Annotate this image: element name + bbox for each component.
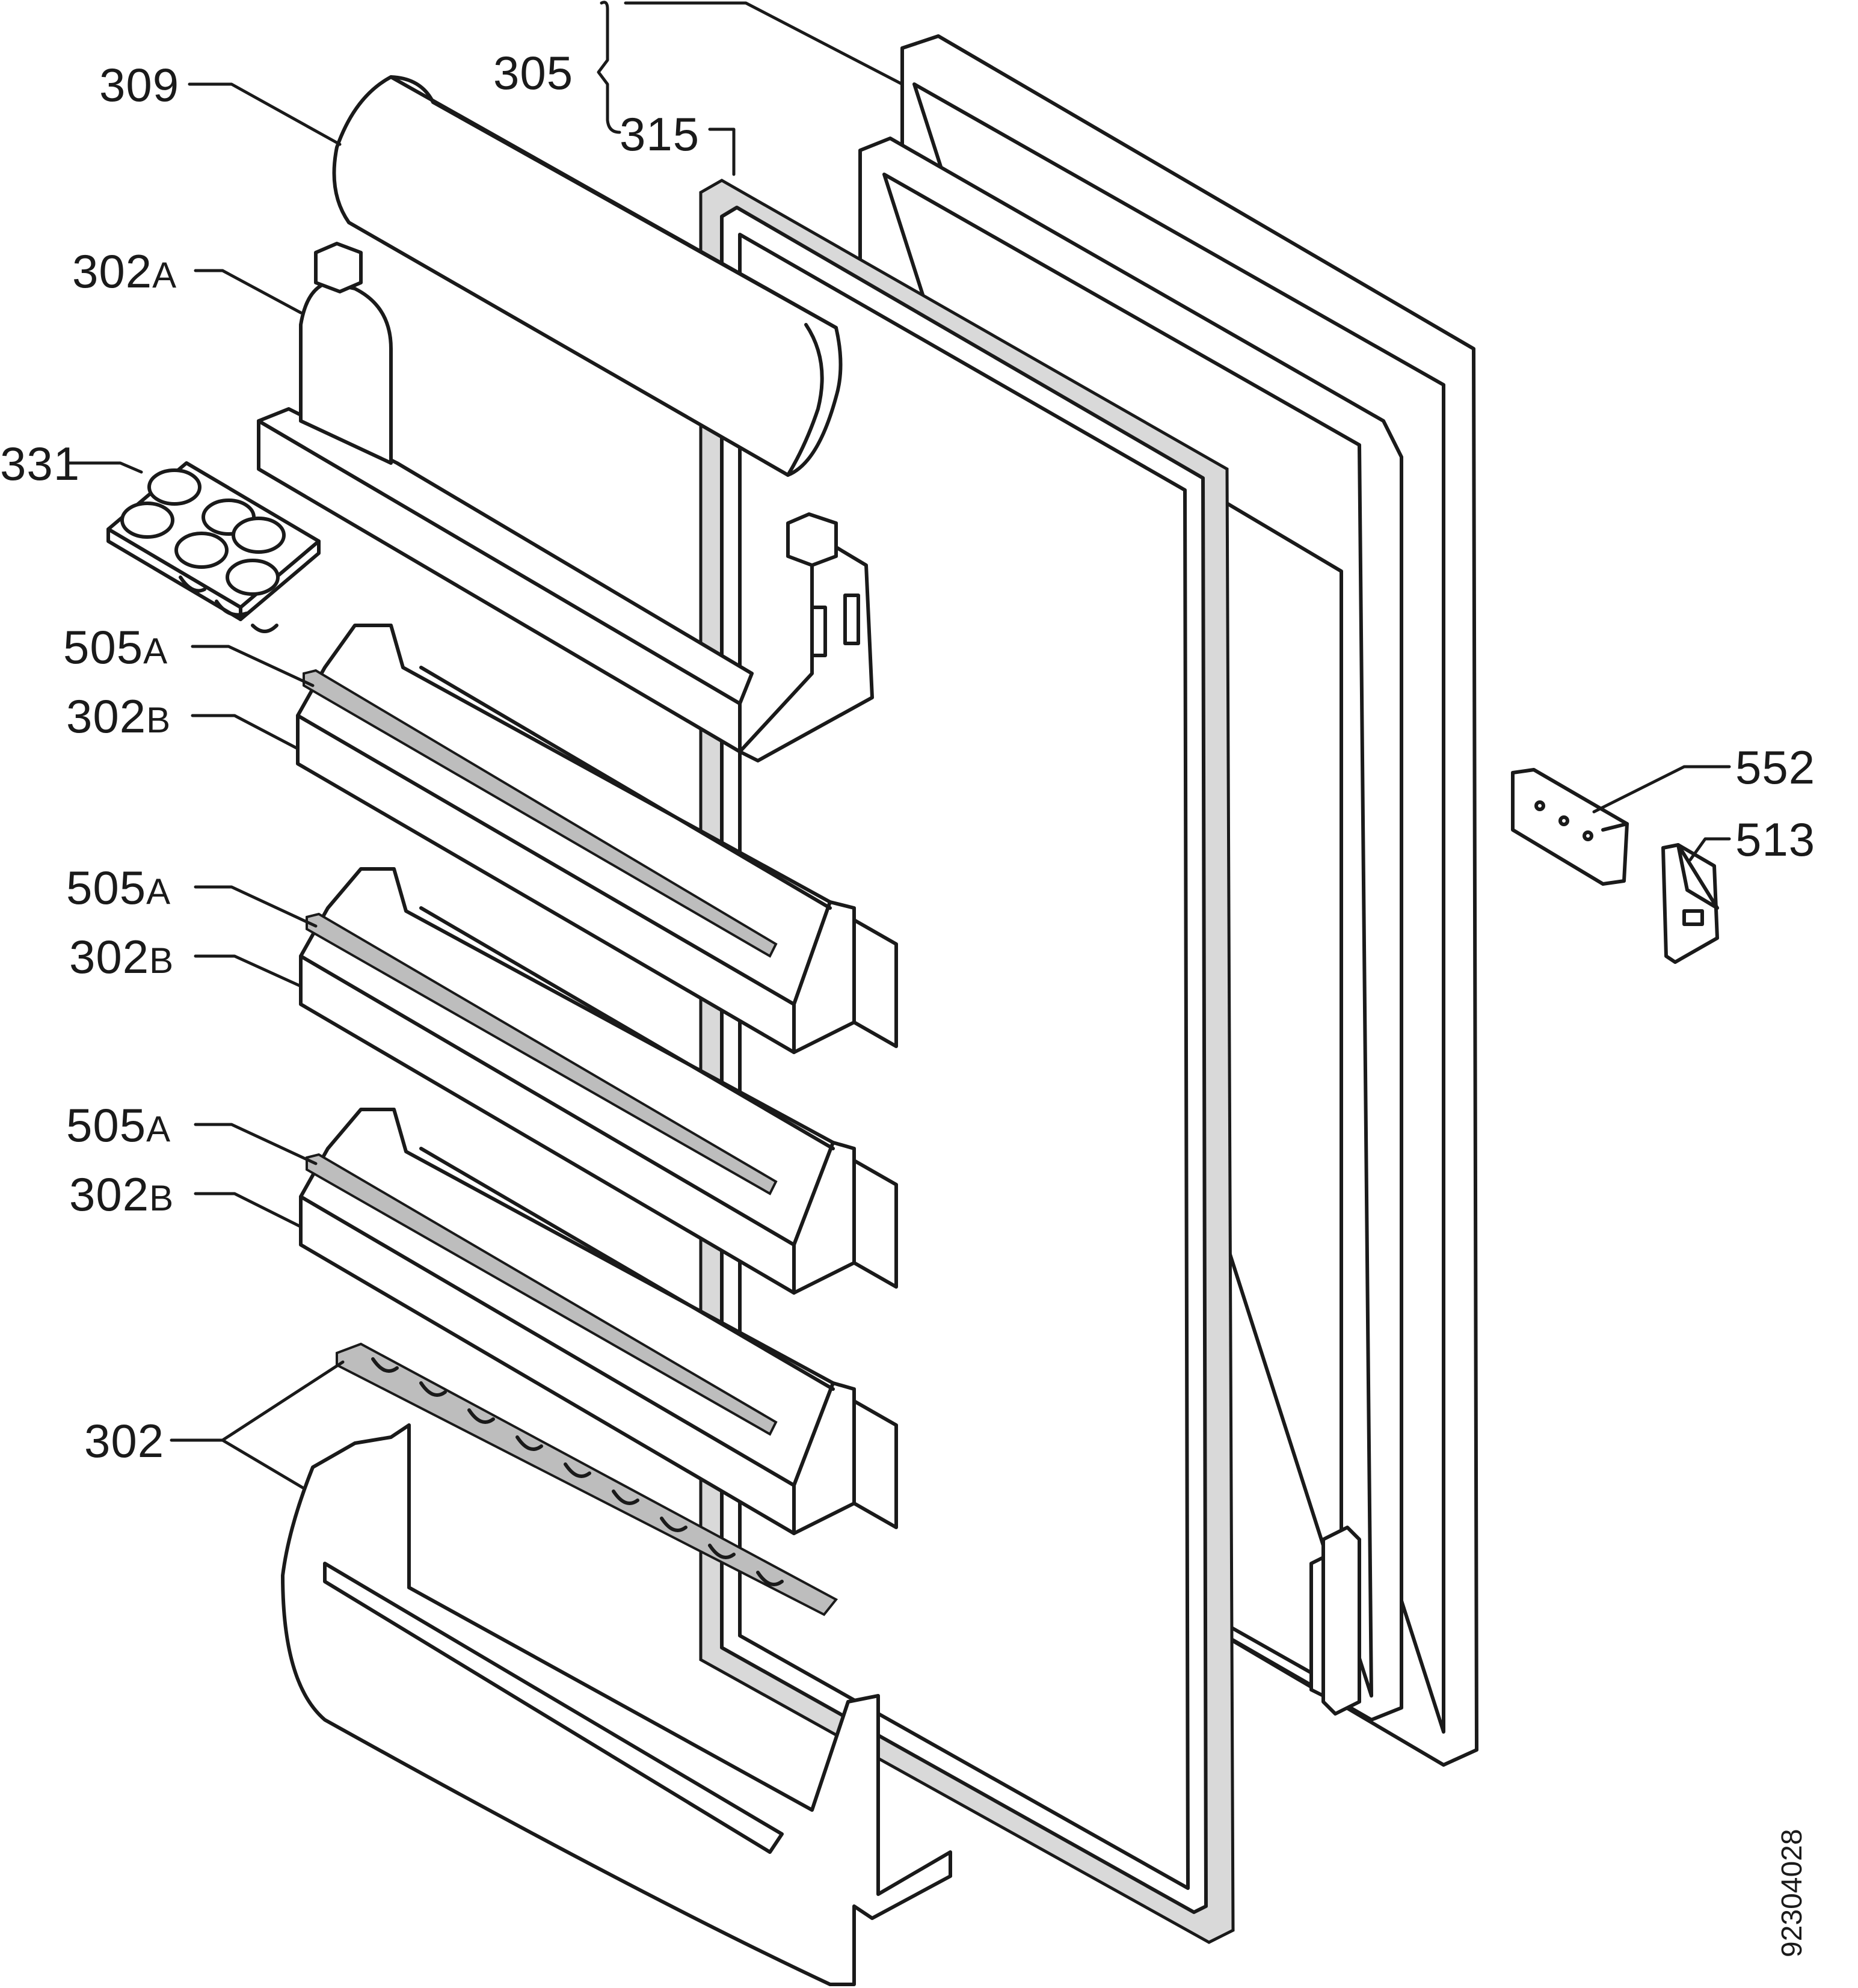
callout-505a-3: 505A bbox=[66, 1099, 171, 1152]
part-552-hinge-plate bbox=[1511, 768, 1629, 886]
part-302a-upper-shelf bbox=[257, 242, 874, 762]
part-309-lid bbox=[332, 75, 843, 477]
callout-302: 302 bbox=[84, 1414, 164, 1467]
part-302-bottle-holder bbox=[336, 1342, 838, 1616]
part-513-hinge-bracket bbox=[1661, 843, 1719, 964]
part-505a-rail-2 bbox=[306, 912, 778, 1195]
callout-315: 315 bbox=[620, 108, 700, 161]
leader-lines bbox=[67, 1, 1731, 1490]
callout-302b-3: 302B bbox=[69, 1168, 174, 1221]
callout-302b-2: 302B bbox=[69, 930, 174, 983]
callout-302b-1: 302B bbox=[66, 690, 171, 743]
callout-305: 305 bbox=[493, 46, 573, 99]
callout-513: 513 bbox=[1735, 813, 1815, 866]
callout-309: 309 bbox=[99, 58, 179, 111]
part-505a-rail-3 bbox=[306, 1153, 778, 1436]
callout-505a-1: 505A bbox=[63, 621, 168, 673]
callout-505a-2: 505A bbox=[66, 861, 171, 914]
callout-331: 331 bbox=[0, 437, 80, 490]
callout-552: 552 bbox=[1735, 741, 1815, 794]
door-handle bbox=[1309, 1526, 1361, 1716]
callout-302a: 302A bbox=[72, 245, 177, 298]
part-302-bottle-shelf bbox=[281, 1423, 952, 1986]
part-331-egg-tray bbox=[106, 461, 321, 633]
part-505a-rail-1 bbox=[303, 669, 778, 958]
drawing-code: 92304028 bbox=[1776, 1829, 1808, 1957]
